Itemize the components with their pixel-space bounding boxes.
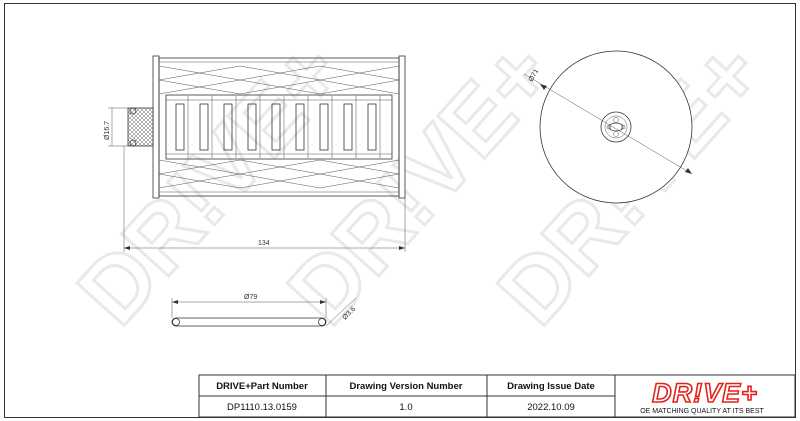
title-block: DRIVE+Part Number Drawing Version Number…	[198, 374, 796, 418]
dim-inner-diameter: Ø16.7	[104, 107, 128, 147]
oring-body	[171, 317, 327, 327]
filter-end-cap-left	[152, 55, 160, 199]
filter-end-view: Ø71	[523, 50, 693, 204]
header-issue-date: Drawing Issue Date	[507, 381, 595, 392]
core-windows	[175, 96, 381, 158]
dim-oring-diameter-label: Ø79	[244, 294, 257, 301]
logo-tagline: OE MATCHING QUALITY AT ITS BEST	[640, 408, 764, 415]
brand-logo: DR!VE+ OE MATCHING QUALITY AT ITS BEST	[640, 377, 764, 415]
dim-length-label: 134	[258, 240, 270, 247]
dim-inner-diameter-label: Ø16.7	[104, 121, 111, 140]
filter-media-body	[158, 57, 400, 197]
filter-side-view	[127, 55, 406, 199]
value-issue-date: 2022.10.09	[527, 402, 575, 413]
filter-end-cap-right	[398, 55, 406, 199]
dim-length: 134	[123, 146, 406, 252]
logo-wordmark: DR!VE+	[652, 378, 758, 408]
value-version: 1.0	[399, 402, 412, 413]
header-part-number: DRIVE+Part Number	[216, 381, 308, 392]
watermark-group: DR!VE+ DR!VE+ DR!VE+	[58, 21, 784, 345]
end-view-outer-circle	[539, 50, 693, 204]
header-version: Drawing Version Number	[350, 381, 463, 392]
value-part-number: DP1110.13.0159	[227, 402, 297, 413]
filter-core-band	[165, 94, 393, 160]
filter-spigot	[127, 107, 154, 147]
